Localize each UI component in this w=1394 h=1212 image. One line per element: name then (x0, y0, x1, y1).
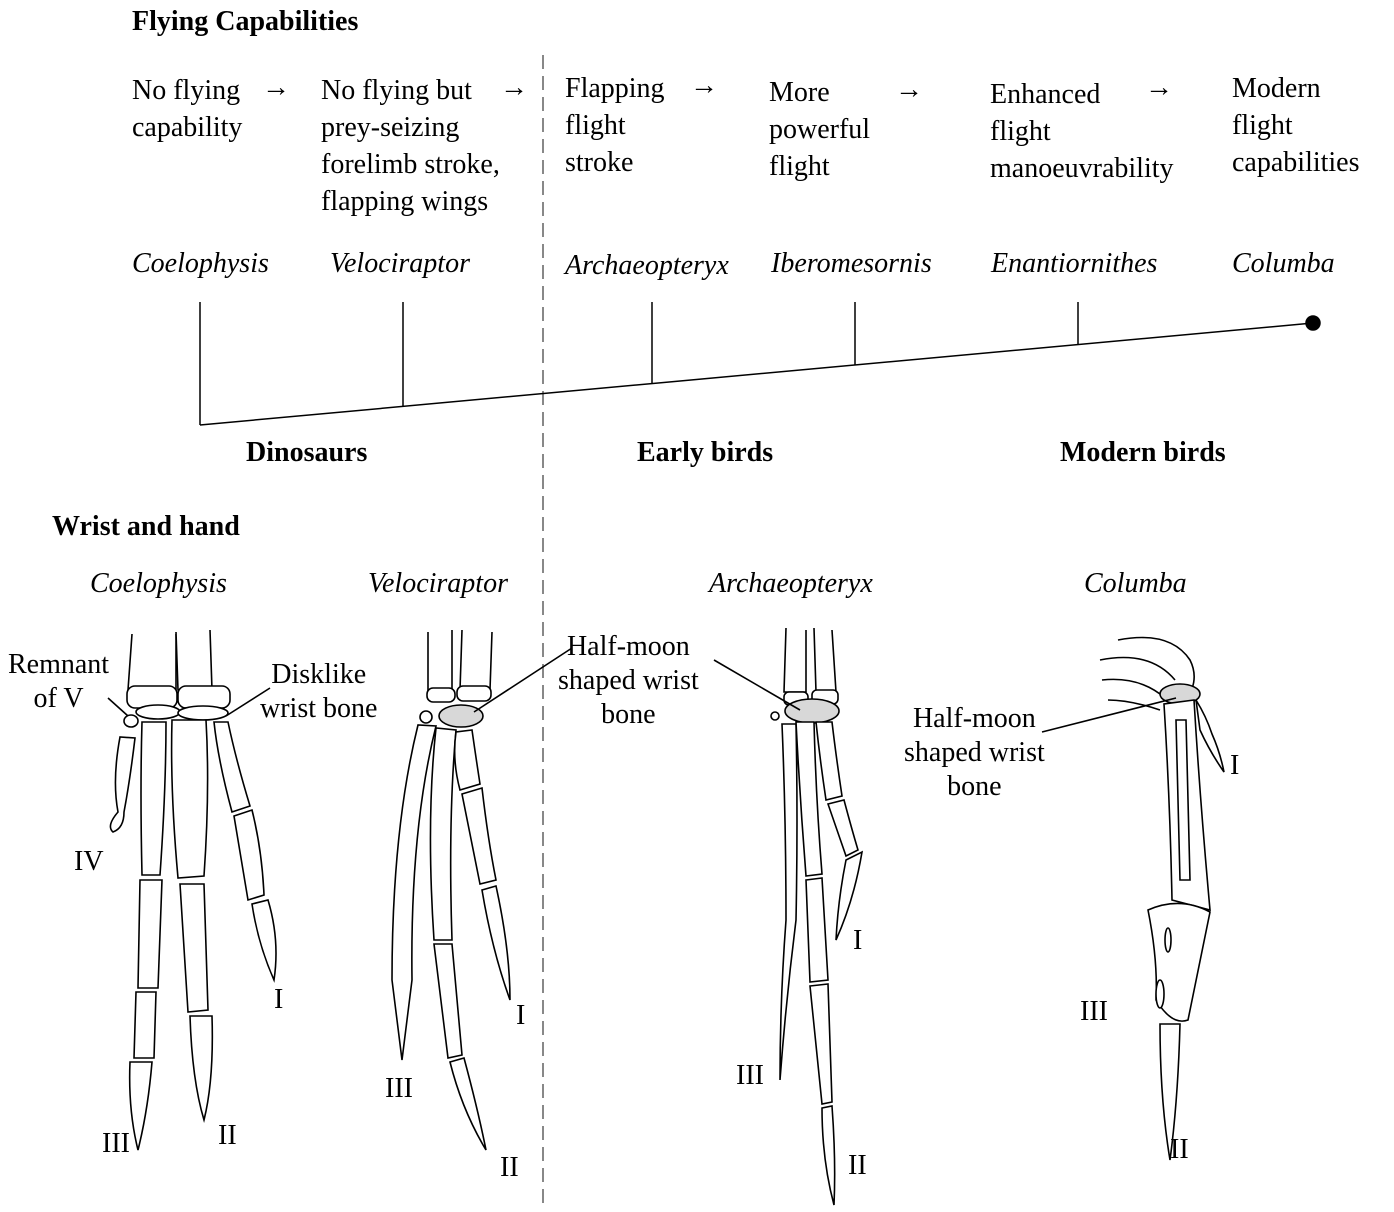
digit-archaeopteryx-i: I (853, 925, 862, 957)
hand-taxon-coelophysis: Coelophysis (90, 568, 227, 600)
taxon-archaeopteryx: Archaeopteryx (565, 250, 729, 282)
archaeopteryx-hand (771, 628, 862, 1205)
capability-velociraptor: No flying but prey-seizing forelimb stro… (321, 72, 500, 220)
group-modern-birds: Modern birds (1060, 437, 1226, 469)
digit-columba-i: I (1230, 750, 1239, 782)
capability-arrow-5: → (1145, 72, 1173, 104)
taxon-iberomesornis: Iberomesornis (771, 248, 932, 280)
label-remnant-of-v: Remnant of V (8, 648, 109, 716)
hand-taxon-columba: Columba (1084, 568, 1187, 600)
digit-archaeopteryx-iii: III (736, 1060, 764, 1092)
digit-columba-ii: II (1170, 1134, 1189, 1166)
cladogram (200, 302, 1320, 425)
taxon-columba: Columba (1232, 248, 1335, 280)
taxon-velociraptor: Velociraptor (330, 248, 470, 280)
label-disklike-wrist-bone: Disklike wrist bone (260, 658, 377, 726)
taxon-enantiornithes: Enantiornithes (991, 248, 1157, 280)
cladogram-end-dot (1306, 316, 1320, 330)
flying-capabilities-heading: Flying Capabilities (132, 6, 358, 38)
taxon-coelophysis: Coelophysis (132, 248, 269, 280)
leader-halfmoon-columba (1042, 698, 1176, 732)
digit-archaeopteryx-ii: II (848, 1150, 867, 1182)
label-half-moon-wrist-bone-2: Half-moon shaped wrist bone (904, 702, 1045, 804)
digit-velociraptor-ii: II (500, 1152, 519, 1184)
digit-coelophysis-iv: IV (74, 846, 104, 878)
capability-columba: Modern flight capabilities (1232, 70, 1360, 181)
coelophysis-hand (110, 630, 276, 1150)
capability-archaeopteryx: Flapping flight stroke (565, 70, 665, 181)
group-dinosaurs: Dinosaurs (246, 437, 367, 469)
hand-taxon-archaeopteryx: Archaeopteryx (709, 568, 873, 600)
digit-velociraptor-iii: III (385, 1073, 413, 1105)
digit-velociraptor-i: I (516, 1000, 525, 1032)
digit-coelophysis-i: I (274, 984, 283, 1016)
digit-columba-iii: III (1080, 996, 1108, 1028)
leader-remnant (108, 698, 128, 716)
capability-iberomesornis: More powerful flight (769, 74, 870, 185)
group-early-birds: Early birds (637, 437, 773, 469)
hand-taxon-velociraptor: Velociraptor (368, 568, 508, 600)
capability-arrow-1: → (262, 72, 290, 104)
wrist-and-hand-heading: Wrist and hand (52, 511, 240, 543)
capability-arrow-4: → (895, 74, 923, 106)
columba-hand (1100, 638, 1224, 1161)
capability-arrow-2: → (500, 72, 528, 104)
digit-coelophysis-iii: III (102, 1128, 130, 1160)
velociraptor-hand (392, 630, 510, 1150)
digit-coelophysis-ii: II (218, 1120, 237, 1152)
capability-arrow-3: → (690, 70, 718, 102)
capability-coelophysis: No flying capability (132, 72, 242, 146)
label-half-moon-wrist-bone-1: Half-moon shaped wrist bone (558, 630, 699, 732)
cladogram-stem (200, 323, 1313, 425)
